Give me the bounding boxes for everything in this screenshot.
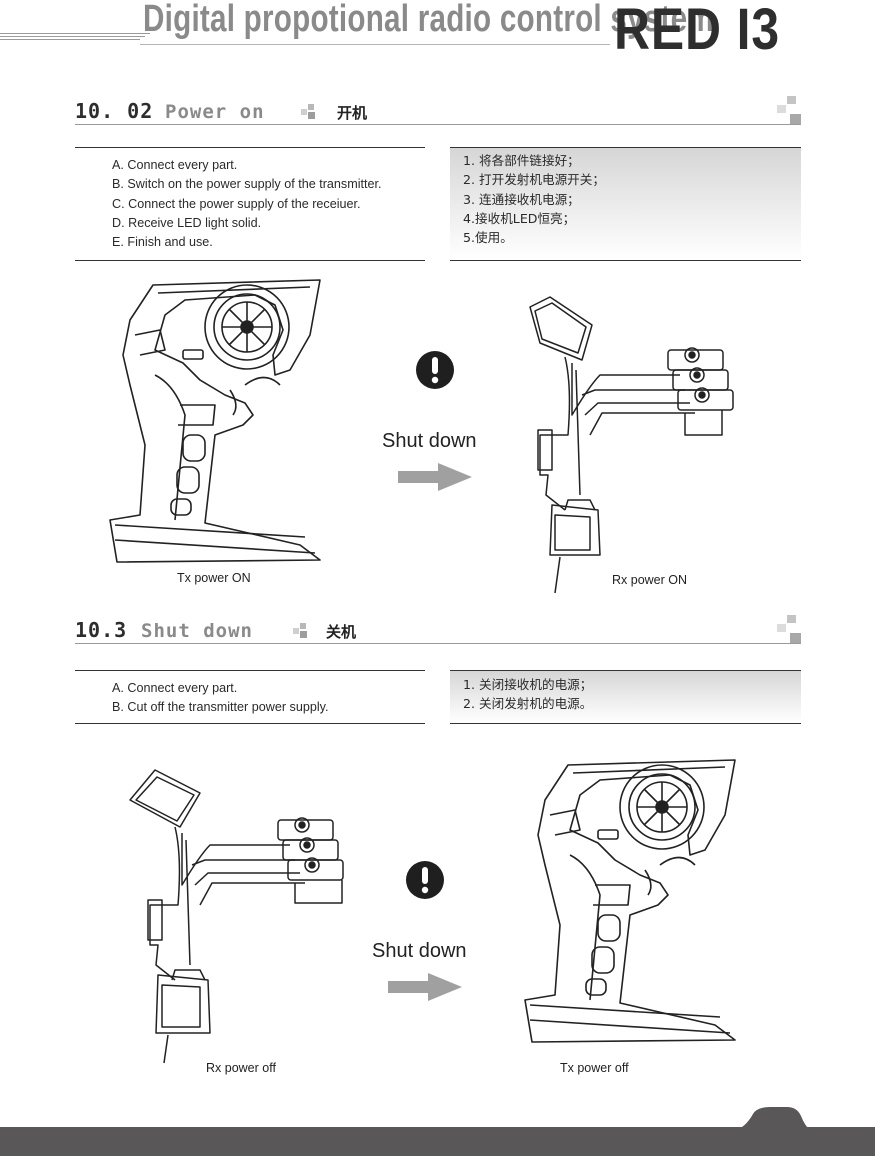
step-item-zh: 5.使用。 <box>463 230 513 246</box>
section-title-zh: 关机 <box>326 623 357 641</box>
corner-squares-icon <box>777 615 801 643</box>
caption-rx-power-off: Rx power off <box>206 1061 276 1075</box>
section-title-zh: 开机 <box>337 104 368 122</box>
step-item-zh: 2. 关闭发射机的电源。 <box>463 696 593 712</box>
right-arrow-icon <box>388 973 462 1001</box>
steps-box-en-power-on: A. Connect every part. B. Switch on the … <box>75 147 425 261</box>
step-item: C. Connect the power supply of the recei… <box>112 196 361 211</box>
step-item: D. Receive LED light solid. <box>112 215 262 230</box>
caption-tx-power-off: Tx power off <box>560 1061 629 1075</box>
steps-box-zh-shut-down: 1. 关闭接收机的电源； 2. 关闭发射机的电源。 <box>450 670 801 724</box>
step-item: B. Switch on the power supply of the tra… <box>112 177 382 192</box>
step-item: E. Finish and use. <box>112 235 213 250</box>
small-squares-icon <box>293 623 309 639</box>
step-item-zh: 2. 打开发射机电源开关； <box>463 172 605 188</box>
shut-down-label: Shut down <box>382 430 477 452</box>
receiver-illustration <box>129 769 344 1064</box>
section-number: 10.3 <box>75 618 128 642</box>
step-item-zh: 4.接收机LED恒亮； <box>463 210 576 226</box>
step-item-zh: 3. 连通接收机电源； <box>463 191 580 207</box>
steps-box-zh-power-on: 1. 将各部件链接好； 2. 打开发射机电源开关； 3. 连通接收机电源； 4.… <box>450 147 801 261</box>
step-item-zh: 1. 将各部件链接好； <box>463 153 580 168</box>
transmitter-illustration <box>524 759 736 1043</box>
header-rule <box>140 44 610 45</box>
right-arrow-icon <box>398 463 472 491</box>
section-title: Power on <box>165 101 265 123</box>
step-item: A. Connect every part. <box>112 158 238 172</box>
corner-squares-icon <box>777 96 801 124</box>
step-item: B. Cut off the transmitter power supply. <box>112 700 329 715</box>
caption-rx-power-on: Rx power ON <box>612 573 688 587</box>
header-brand: RED I3 <box>614 0 780 62</box>
section-heading-power-on: 10. 02 Power on 开机 <box>75 91 801 125</box>
steps-box-en-shut-down: A. Connect every part. B. Cut off the tr… <box>75 670 425 724</box>
receiver-illustration <box>529 296 734 594</box>
footer-bar <box>0 1127 875 1156</box>
section-rule <box>75 124 801 125</box>
section-rule <box>75 643 801 644</box>
transmitter-illustration <box>109 279 321 563</box>
small-squares-icon <box>301 104 317 120</box>
step-item-zh: 1. 关闭接收机的电源； <box>463 677 593 692</box>
exclamation-icon <box>416 351 454 389</box>
section-heading-shut-down: 10.3 Shut down 关机 <box>75 610 801 644</box>
section-number: 10. 02 <box>75 99 154 123</box>
header-subtitle: Digital propotional radio control system <box>143 0 714 40</box>
caption-tx-power-on: Tx power ON <box>177 571 251 585</box>
footer-tab <box>735 1107 810 1130</box>
header-decor-lines <box>0 33 150 47</box>
step-item: A. Connect every part. <box>112 681 238 695</box>
shut-down-label: Shut down <box>372 940 467 962</box>
exclamation-icon <box>406 861 444 899</box>
section-title: Shut down <box>141 620 253 642</box>
